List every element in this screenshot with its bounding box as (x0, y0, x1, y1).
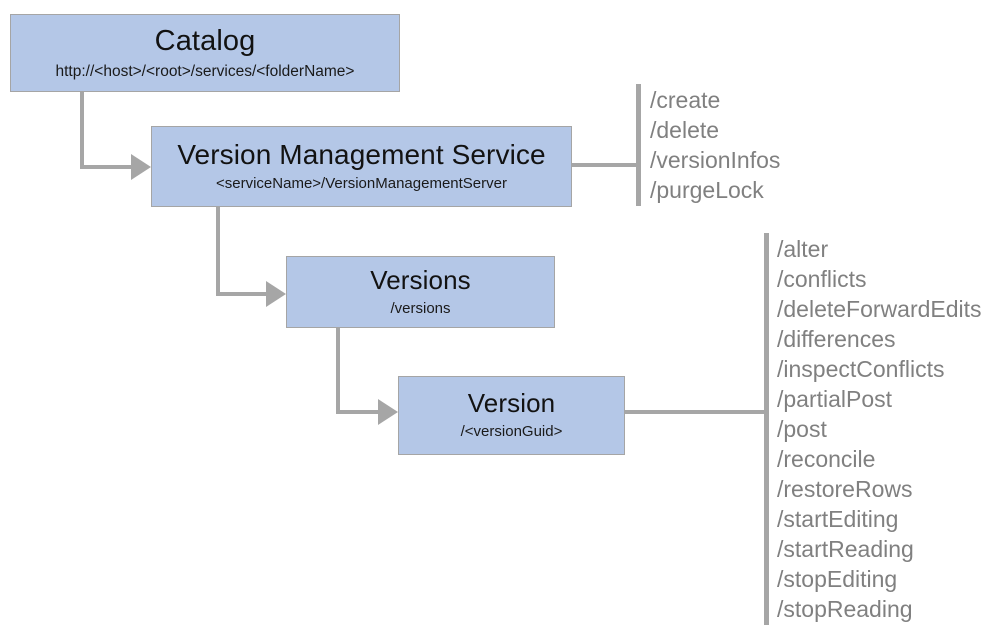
version-operation: /partialPost (777, 386, 893, 412)
service-operations-list: /create/delete/versionInfos/purgeLock (650, 85, 780, 205)
version-operation: /post (777, 416, 827, 442)
version-operation: /startEditing (777, 506, 899, 532)
version-operation: /startReading (777, 536, 914, 562)
connector-versions-to-version-vertical (336, 328, 340, 414)
connector-catalog-to-service-vertical (80, 92, 84, 169)
node-version-management-service[interactable]: Version Management Service <serviceName>… (151, 126, 572, 207)
connector-versions-to-version-horizontal (336, 410, 381, 414)
node-version-management-service-title: Version Management Service (177, 139, 546, 171)
version-operation: /differences (777, 326, 896, 352)
node-version-title: Version (467, 388, 556, 419)
version-operation: /alter (777, 236, 829, 262)
arrowhead-service-to-versions (266, 281, 286, 307)
version-operations-list: /alter/conflicts/deleteForwardEdits/diff… (777, 234, 982, 624)
service-operation: /create (650, 87, 721, 113)
service-operation: /purgeLock (650, 177, 764, 203)
node-version-management-service-subtitle: <serviceName>/VersionManagementServer (216, 175, 507, 193)
service-operation: /delete (650, 117, 720, 143)
arrowhead-catalog-to-service (131, 154, 151, 180)
node-catalog[interactable]: Catalog http://<host>/<root>/services/<f… (10, 14, 400, 92)
node-versions-subtitle: /versions (390, 299, 451, 317)
version-operation: /reconcile (777, 446, 876, 472)
node-catalog-title: Catalog (154, 24, 256, 57)
bracket-service-operations (636, 84, 641, 206)
version-operation: /deleteForwardEdits (777, 296, 982, 322)
connector-version-to-operations (625, 410, 767, 414)
node-version[interactable]: Version /<versionGuid> (398, 376, 625, 455)
connector-service-to-operations (572, 163, 639, 167)
version-operation: /stopEditing (777, 566, 898, 592)
node-catalog-subtitle: http://<host>/<root>/services/<folderNam… (55, 63, 355, 81)
bracket-version-operations (764, 233, 769, 625)
arrowhead-versions-to-version (378, 399, 398, 425)
version-operation: /stopReading (777, 596, 913, 622)
connector-catalog-to-service-horizontal (80, 165, 134, 169)
node-versions-title: Versions (370, 264, 471, 295)
version-operation: /conflicts (777, 266, 867, 292)
version-operation: /restoreRows (777, 476, 913, 502)
node-versions[interactable]: Versions /versions (286, 256, 555, 328)
service-operation: /versionInfos (650, 147, 781, 173)
connector-service-to-versions-horizontal (216, 292, 269, 296)
connector-service-to-versions-vertical (216, 207, 220, 296)
version-operation: /inspectConflicts (777, 356, 945, 382)
node-version-subtitle: /<versionGuid> (460, 423, 563, 441)
